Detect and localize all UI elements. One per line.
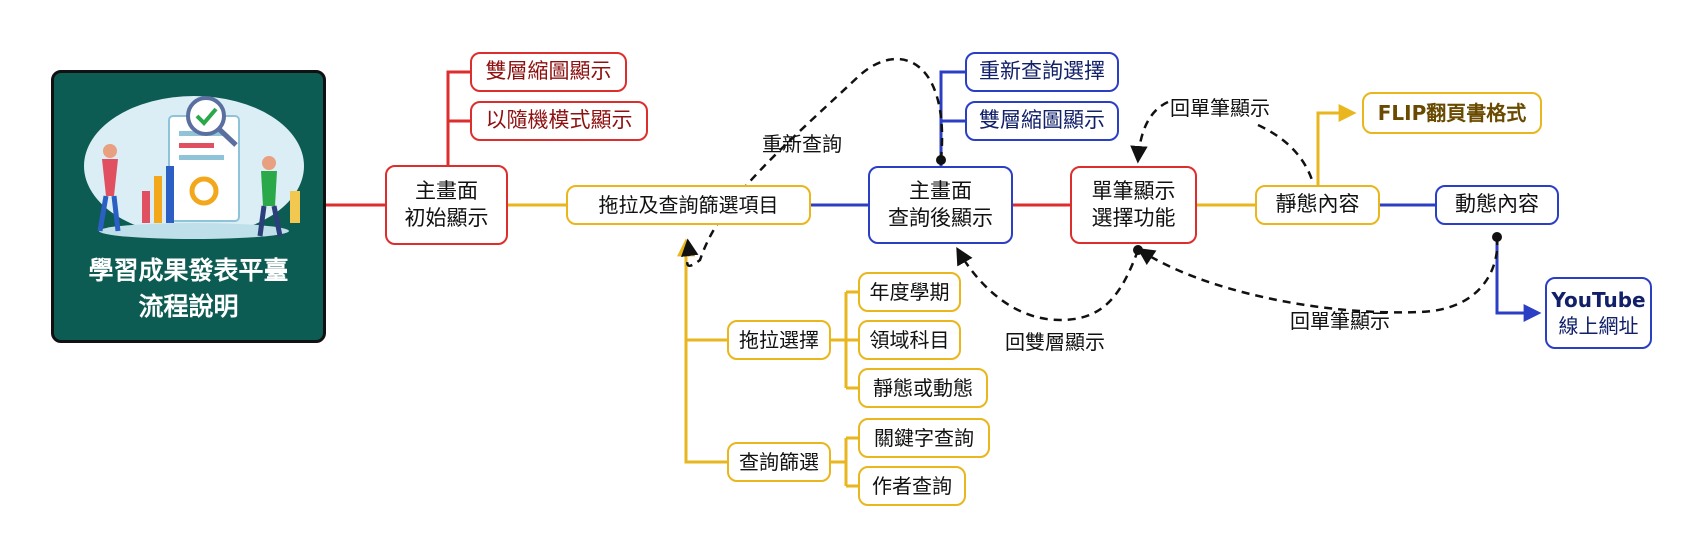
dashed-links [681, 57, 1499, 322]
node-random-mode[interactable]: 以隨機模式顯示 [470, 101, 648, 141]
node-keyword-query[interactable]: 關鍵字查詢 [858, 418, 990, 458]
node-static-dynamic[interactable]: 靜態或動態 [858, 368, 988, 408]
node-static-content[interactable]: 靜態內容 [1255, 185, 1380, 225]
red-links [326, 70, 1070, 207]
root-node: 學習成果發表平臺 流程說明 [51, 70, 326, 343]
node-author-query[interactable]: 作者查詢 [858, 466, 966, 506]
node-main-after-query-line1: 主畫面 [909, 178, 972, 203]
node-year-semester[interactable]: 年度學期 [858, 272, 961, 312]
root-title: 學習成果發表平臺 流程說明 [54, 253, 323, 324]
node-drag-select[interactable]: 拖拉選擇 [727, 320, 831, 360]
node-single-display-line2: 選擇功能 [1091, 206, 1176, 230]
dot-back-single-origin [1492, 232, 1502, 242]
label-back-single-bottom: 回單筆顯示 [1290, 309, 1390, 333]
node-query-filter[interactable]: 查詢篩選 [727, 442, 831, 482]
link-query-filter-children [846, 436, 858, 488]
root-title-line2: 流程說明 [138, 291, 239, 321]
link-drag-select-children [846, 290, 858, 390]
node-dynamic-content[interactable]: 動態內容 [1435, 185, 1559, 225]
node-main-initial[interactable]: 主畫面 初始顯示 [385, 165, 508, 245]
link-static-to-flip [1316, 104, 1357, 185]
node-youtube[interactable]: YouTube 線上網址 [1545, 277, 1652, 349]
node-youtube-line1: YouTube [1551, 288, 1646, 312]
node-domain-subject[interactable]: 領域科目 [858, 320, 961, 360]
label-back-single-top: 回單筆顯示 [1170, 96, 1270, 120]
dashed-back-double [956, 246, 1140, 322]
link-dynamic-to-youtube [1495, 237, 1542, 322]
label-requery: 重新查詢 [762, 132, 842, 156]
link-main-to-double-thumb [446, 70, 470, 165]
node-flip-format[interactable]: FLIP翻頁書格式 [1362, 92, 1542, 134]
node-main-initial-line2: 初始顯示 [404, 206, 489, 230]
people-analyzing-report-icon [84, 96, 304, 239]
node-double-thumb-after[interactable]: 雙層縮圖顯示 [965, 101, 1119, 141]
node-single-display-line1: 單筆顯示 [1091, 178, 1176, 203]
node-single-display[interactable]: 單筆顯示 選擇功能 [1070, 166, 1197, 244]
dot-requery-origin [936, 155, 946, 165]
root-title-line1: 學習成果發表平臺 [88, 256, 289, 285]
dashed-back-single-top-tail [1257, 123, 1314, 181]
link-trunk-to-query-filter [684, 340, 727, 464]
dot-back-double-origin [1133, 245, 1143, 255]
node-double-thumb-initial[interactable]: 雙層縮圖顯示 [470, 52, 627, 92]
node-main-after-query[interactable]: 主畫面 查詢後顯示 [868, 166, 1013, 244]
dashed-requery-loop [681, 57, 944, 268]
node-drag-query[interactable]: 拖拉及查詢篩選項目 [566, 185, 811, 225]
node-requery-select[interactable]: 重新查詢選擇 [965, 52, 1119, 92]
label-back-double: 回雙層顯示 [1005, 330, 1105, 354]
dashed-back-single-top [1130, 100, 1169, 164]
node-main-after-query-line2: 查詢後顯示 [888, 206, 993, 230]
dashed-back-single-bottom [1137, 236, 1499, 314]
node-youtube-line2: 線上網址 [1558, 314, 1639, 338]
node-main-initial-line1: 主畫面 [415, 178, 478, 203]
link-after-query-to-requery [939, 70, 965, 166]
blue-links [811, 70, 1542, 322]
yellow-links [508, 104, 1357, 488]
connector-dots [936, 155, 1502, 255]
